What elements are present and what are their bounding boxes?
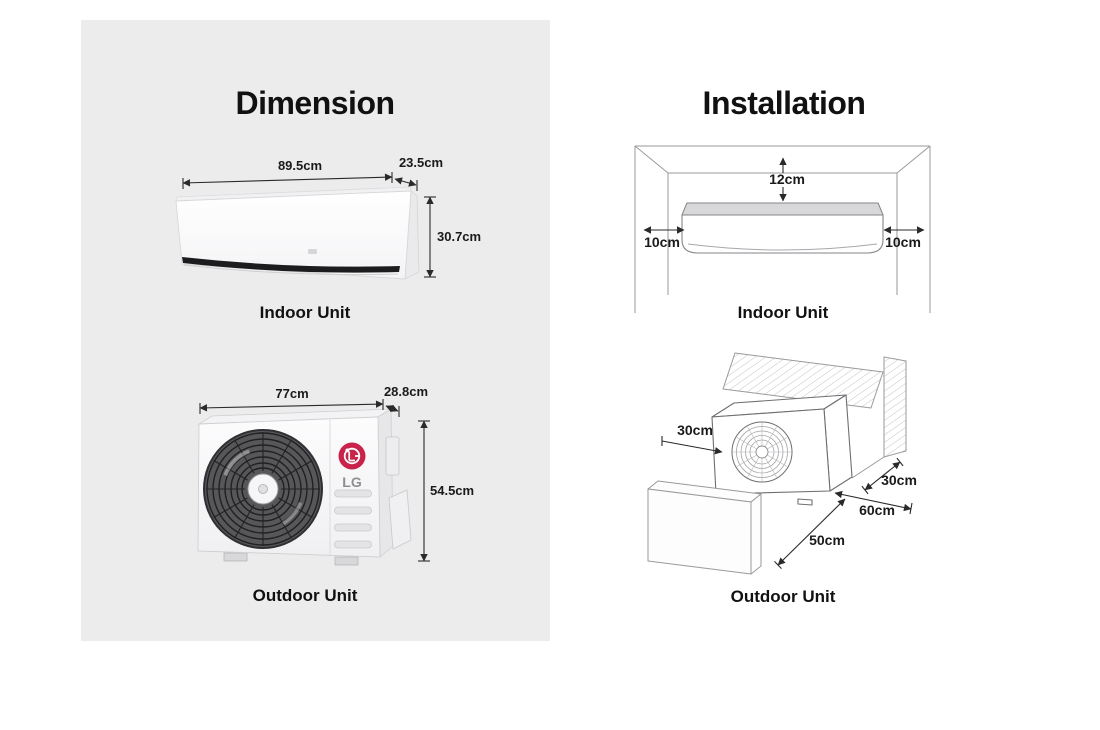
dimension-title: Dimension — [235, 85, 395, 121]
indoor-width-label: 89.5cm — [278, 158, 322, 173]
foot — [223, 552, 248, 562]
lg-logo-icon — [338, 442, 366, 470]
pipe-bracket — [388, 489, 412, 550]
outdoor-height-label: 54.5cm — [430, 483, 474, 498]
outdoor-depth-label: 28.8cm — [384, 384, 428, 399]
installation-outdoor-caption: Outdoor Unit — [730, 587, 836, 606]
obstacle-box — [647, 480, 762, 575]
valve-cover — [385, 436, 400, 476]
front-clearance-dimension: 50cm — [774, 498, 846, 569]
service-clearance-label: 60cm — [859, 502, 895, 518]
front-clearance-label: 50cm — [809, 532, 845, 548]
louver-vents — [334, 489, 372, 549]
dimension-outdoor-caption: Outdoor Unit — [252, 586, 358, 605]
outdoor-height-dimension: 54.5cm — [418, 420, 474, 562]
indoor-height-label: 30.7cm — [437, 229, 481, 244]
indoor-width-dimension: 89.5cm — [182, 158, 393, 189]
dimension-outdoor-diagram: LG 77cm 28.8cm 54.5cm — [197, 384, 474, 566]
dimension-indoor-diagram: 89.5cm 23.5cm 30.7cm — [175, 155, 481, 280]
top-clearance-label: 12cm — [769, 171, 805, 187]
indoor-unit-outline — [681, 202, 884, 254]
outdoor-depth-dimension: 28.8cm — [384, 384, 428, 417]
outdoor-unit-outline — [711, 394, 853, 506]
left-clearance-dimension: 10cm — [643, 226, 685, 250]
right-clearance-label: 10cm — [885, 234, 921, 250]
installation-outdoor-diagram: 30cm 30cm 60cm 50cm — [647, 352, 917, 575]
left-clearance-label: 10cm — [644, 234, 680, 250]
roof-hatch — [722, 352, 884, 409]
installation-indoor-caption: Indoor Unit — [737, 303, 829, 322]
fan-grille — [203, 429, 323, 549]
foot — [797, 498, 813, 506]
installation-title: Installation — [702, 85, 866, 121]
right-clearance-dimension: 10cm — [883, 226, 925, 250]
outdoor-unit-drawing: LG — [197, 408, 412, 566]
dimension-indoor-caption: Indoor Unit — [259, 303, 351, 322]
air-vane — [182, 257, 400, 273]
lg-logo-text: LG — [342, 474, 362, 490]
top-clearance-dimension: 12cm — [769, 157, 805, 202]
indoor-depth-label: 23.5cm — [399, 155, 443, 170]
back-clearance-label: 30cm — [881, 472, 917, 488]
outdoor-width-label: 77cm — [275, 386, 308, 401]
installation-indoor-diagram: 12cm 10cm 10cm — [634, 145, 931, 313]
wall — [851, 356, 907, 479]
indoor-depth-dimension: 23.5cm — [394, 155, 443, 191]
outdoor-width-dimension: 77cm — [199, 386, 384, 414]
fan-outline — [731, 421, 793, 483]
side-clearance-dimension: 30cm — [661, 422, 723, 455]
indoor-unit-drawing — [175, 186, 420, 280]
indoor-height-dimension: 30.7cm — [424, 196, 481, 278]
indoor-lg-badge — [308, 249, 317, 254]
side-clearance-label: 30cm — [677, 422, 713, 438]
service-clearance-dimension: 60cm — [834, 490, 913, 518]
back-clearance-dimension: 30cm — [861, 457, 917, 495]
foot — [334, 556, 359, 566]
